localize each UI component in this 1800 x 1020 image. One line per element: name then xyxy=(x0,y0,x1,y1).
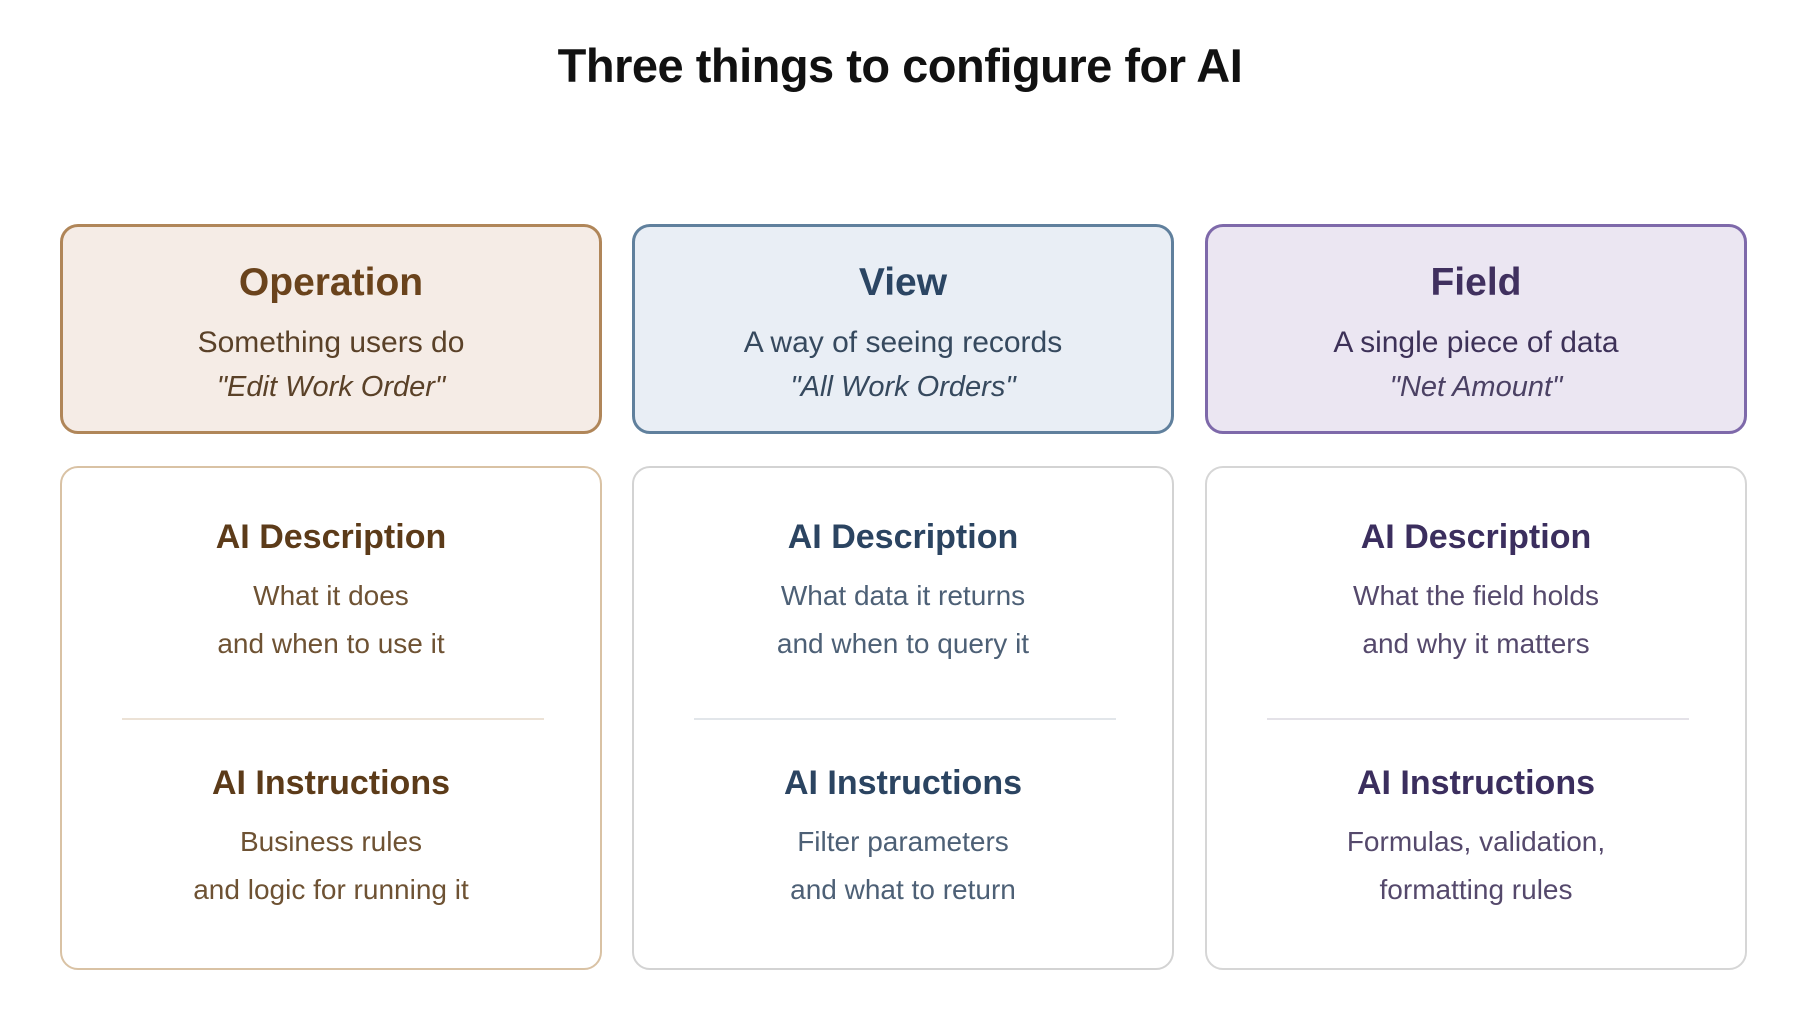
field-ai-description: AI Description What the field holds and … xyxy=(1207,520,1745,668)
operation-subtitle: Something users do xyxy=(197,326,465,359)
view-ai-description-line: What data it returns xyxy=(780,580,1026,611)
operation-ai-description-line: and when to use it xyxy=(217,628,445,659)
operation-ai-instructions-title: AI Instructions xyxy=(211,764,451,802)
view-divider xyxy=(694,718,1116,720)
field-divider xyxy=(1267,718,1689,720)
page-title: Three things to configure for AI xyxy=(557,39,1243,92)
column-view: View A way of seeing records "All Work O… xyxy=(632,224,1174,970)
field-subtitle: A single piece of data xyxy=(1333,326,1619,359)
view-ai-instructions-line: and what to return xyxy=(790,874,1016,905)
operation-divider xyxy=(122,718,544,720)
field-title: Field xyxy=(1430,261,1522,304)
operation-ai-instructions-line: and logic for running it xyxy=(193,874,469,905)
view-detail-card: AI Description What data it returns and … xyxy=(632,466,1174,970)
view-ai-description-line: and when to query it xyxy=(776,628,1030,659)
column-operation: Operation Something users do "Edit Work … xyxy=(60,224,602,970)
view-example: "All Work Orders" xyxy=(790,371,1016,403)
view-ai-instructions: AI Instructions Filter parameters and wh… xyxy=(634,766,1172,914)
operation-ai-instructions-line: Business rules xyxy=(239,826,423,857)
operation-ai-instructions: AI Instructions Business rules and logic… xyxy=(62,766,600,914)
view-ai-description-title: AI Description xyxy=(787,518,1019,556)
view-subtitle: A way of seeing records xyxy=(743,326,1063,359)
field-detail-card: AI Description What the field holds and … xyxy=(1205,466,1747,970)
operation-ai-description-line: What it does xyxy=(253,580,409,611)
column-field: Field A single piece of data "Net Amount… xyxy=(1205,224,1747,970)
field-header-card: Field A single piece of data "Net Amount… xyxy=(1205,224,1747,434)
field-ai-instructions: AI Instructions Formulas, validation, fo… xyxy=(1207,766,1745,914)
view-title: View xyxy=(858,261,948,304)
operation-ai-description-title: AI Description xyxy=(215,518,447,556)
operation-title: Operation xyxy=(238,261,424,304)
field-ai-instructions-line: Formulas, validation, xyxy=(1346,826,1606,857)
operation-detail-card: AI Description What it does and when to … xyxy=(60,466,602,970)
view-header-card: View A way of seeing records "All Work O… xyxy=(632,224,1174,434)
view-ai-instructions-line: Filter parameters xyxy=(797,826,1009,857)
operation-example: "Edit Work Order" xyxy=(216,371,446,403)
field-ai-description-line: What the field holds xyxy=(1353,580,1599,611)
operation-header-card: Operation Something users do "Edit Work … xyxy=(60,224,602,434)
field-ai-instructions-line: formatting rules xyxy=(1379,874,1573,905)
operation-ai-description: AI Description What it does and when to … xyxy=(62,520,600,668)
field-ai-description-title: AI Description xyxy=(1360,518,1592,556)
field-ai-instructions-title: AI Instructions xyxy=(1356,764,1596,802)
view-ai-instructions-title: AI Instructions xyxy=(783,764,1023,802)
field-example: "Net Amount" xyxy=(1389,371,1563,403)
field-ai-description-line: and why it matters xyxy=(1362,628,1590,659)
view-ai-description: AI Description What data it returns and … xyxy=(634,520,1172,668)
